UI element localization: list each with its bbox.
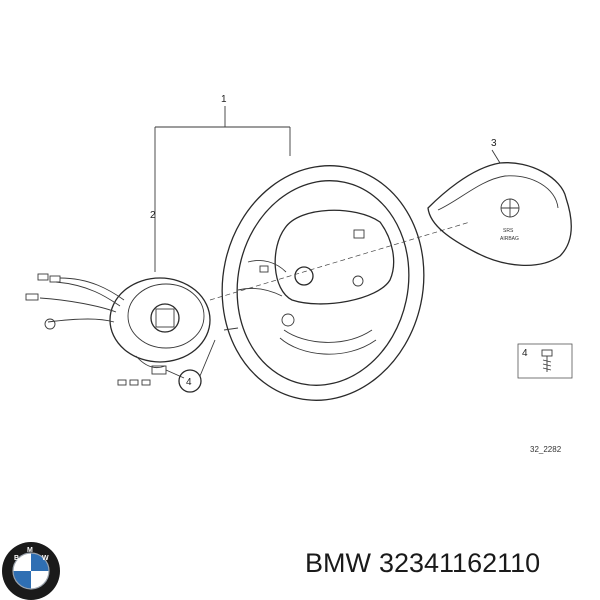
callout-4-box-label: 4 xyxy=(522,348,528,359)
airbag-module xyxy=(427,149,572,266)
callout-4-circle-label: 4 xyxy=(186,377,192,388)
steering-wheel xyxy=(221,165,425,401)
bmw-logo-letter-b: B xyxy=(14,555,19,562)
callout-4-circle xyxy=(165,339,216,393)
airbag-text-airbag: AIRBAG xyxy=(500,236,519,242)
bmw-logo: B M W xyxy=(2,542,60,600)
drawing-number: 32_2282 xyxy=(530,445,562,454)
callout-1-label: 1 xyxy=(221,94,227,105)
screw-box xyxy=(517,343,573,379)
airbag-text-srs: SRS xyxy=(503,228,514,234)
bmw-logo-letter-w: W xyxy=(42,555,49,562)
brand-name: BMW xyxy=(305,548,371,578)
clock-spring-wires xyxy=(25,273,125,330)
callout-1-leader xyxy=(154,106,291,272)
clock-spring xyxy=(109,277,211,386)
callout-2-label: 2 xyxy=(150,210,156,221)
callout-3-label: 3 xyxy=(491,138,497,149)
part-number: 32341162110 xyxy=(378,548,541,578)
bmw-logo-letter-m: M xyxy=(27,547,33,554)
assembly-axis xyxy=(209,221,471,301)
